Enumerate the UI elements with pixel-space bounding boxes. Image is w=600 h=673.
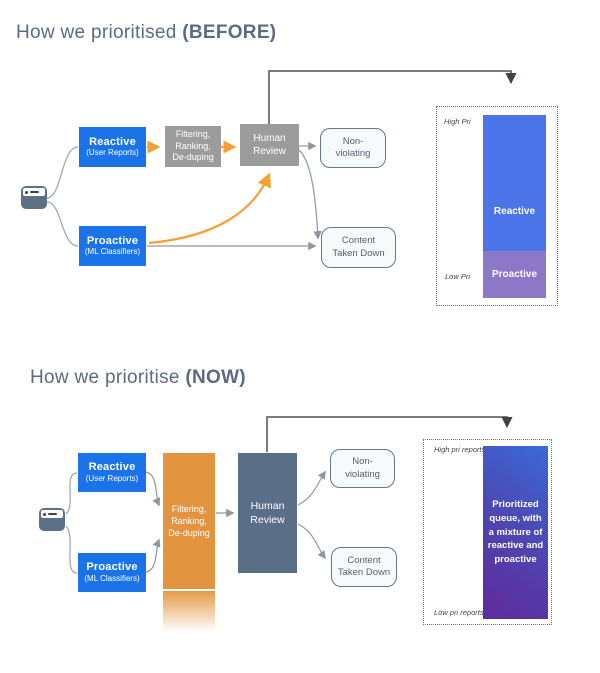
before-title-emphasis: (BEFORE) xyxy=(182,22,277,43)
now-human-review-node: Human Review xyxy=(238,453,297,573)
node-label: Reactive xyxy=(89,135,136,148)
node-label: Proactive xyxy=(86,234,139,247)
outcome-line: Taken Down xyxy=(332,247,385,259)
prioritized-queue-bar: Prioritized queue, with a mixture of rea… xyxy=(483,446,548,619)
outcome-line: violating xyxy=(335,148,371,159)
node-sublabel: (ML Classifiers) xyxy=(84,573,140,583)
before-title-text: How we prioritised xyxy=(16,22,183,43)
high-pri-label: High Pri xyxy=(444,117,471,126)
report-icon-band xyxy=(41,510,63,518)
now-source-to-proactive-line xyxy=(65,525,78,574)
before-queue-panel: High Pri Reactive Proactive Low Pri xyxy=(436,106,558,306)
now-filtering-node: Filtering, Ranking, De-duping xyxy=(163,453,215,589)
now-non-violating-node: Non- violating xyxy=(330,449,395,488)
now-proactive-to-filtering-arrow xyxy=(145,538,161,573)
now-content-taken-down-node: Content Taken Down xyxy=(331,547,397,587)
queue-proactive-segment: Proactive xyxy=(483,251,546,298)
filtering-queue-overflow-fade xyxy=(163,591,215,632)
node-sublabel: (User Reports) xyxy=(86,148,139,158)
now-proactive-node: Proactive (ML Classifiers) xyxy=(78,553,146,592)
human-review-line: Human xyxy=(250,499,285,512)
filtering-line: Ranking, xyxy=(175,140,211,151)
human-review-line: Human xyxy=(253,133,286,144)
filtering-line: Filtering, xyxy=(171,503,207,514)
report-icon-dash xyxy=(48,512,57,516)
now-queue-panel: High pri reports Prioritized queue, with… xyxy=(423,439,552,625)
before-human-to-queue-arrow xyxy=(268,70,517,124)
outcome-line: Content xyxy=(347,554,381,566)
before-report-source-icon xyxy=(21,186,47,209)
before-source-to-proactive-line xyxy=(46,201,79,247)
queue-reactive-segment: Reactive xyxy=(483,115,546,251)
before-source-to-reactive-line xyxy=(46,146,79,199)
report-icon-dot xyxy=(25,190,28,194)
now-title: How we prioritise (NOW) xyxy=(30,367,246,389)
report-icon-band xyxy=(23,188,45,196)
outcome-line: Non- xyxy=(352,456,373,468)
high-pri-label: High pri reports xyxy=(434,445,486,454)
before-filtering-node: Filtering, Ranking, De-duping xyxy=(165,126,221,167)
queue-segment-label: Proactive xyxy=(491,269,538,280)
now-human-to-takendown-arrow xyxy=(297,523,326,560)
before-proactive-to-human-arrow xyxy=(148,172,271,245)
filtering-line: De-duping xyxy=(172,152,214,163)
before-title: How we prioritised (BEFORE) xyxy=(16,22,276,44)
before-content-taken-down-node: Content Taken Down xyxy=(321,227,396,268)
node-label: Proactive xyxy=(86,561,138,574)
now-reactive-node: Reactive (User Reports) xyxy=(78,453,146,492)
before-reactive-node: Reactive (User Reports) xyxy=(79,127,146,167)
now-reactive-to-filtering-arrow xyxy=(145,471,161,507)
now-report-source-icon xyxy=(39,508,65,531)
node-sublabel: (ML Classifiers) xyxy=(84,247,141,257)
now-human-to-nonviolating-arrow xyxy=(297,470,326,506)
now-title-text: How we prioritise xyxy=(30,367,186,388)
now-source-to-reactive-line xyxy=(65,472,78,515)
outcome-line: Taken Down xyxy=(337,567,391,578)
low-pri-label: Low pri reports xyxy=(434,608,484,617)
node-label: Reactive xyxy=(88,461,136,474)
before-non-violating-node: Non- violating xyxy=(320,128,386,168)
outcome-line: Content xyxy=(341,235,376,247)
prioritized-queue-text: Prioritized queue, with a mixture of rea… xyxy=(487,499,544,566)
outcome-line: Non- xyxy=(342,135,364,147)
low-pri-label: Low Pri xyxy=(445,272,471,281)
human-review-line: Review xyxy=(250,514,285,526)
human-review-line: Review xyxy=(253,146,286,157)
filtering-line: Ranking, xyxy=(171,515,207,526)
before-proactive-node: Proactive (ML Classifiers) xyxy=(79,226,146,266)
outcome-line: violating xyxy=(345,468,380,480)
queue-segment-label: Reactive xyxy=(493,206,536,217)
report-icon-dash xyxy=(30,190,39,194)
before-human-to-takendown-arrow xyxy=(298,149,322,240)
filtering-line: De-duping xyxy=(168,528,210,539)
report-icon-dot xyxy=(43,512,46,516)
filtering-line: Filtering, xyxy=(175,128,211,139)
before-human-review-node: Human Review xyxy=(240,124,299,166)
node-sublabel: (User Reports) xyxy=(85,473,139,483)
now-title-emphasis: (NOW) xyxy=(185,367,246,388)
now-human-to-queue-arrow xyxy=(266,416,513,452)
